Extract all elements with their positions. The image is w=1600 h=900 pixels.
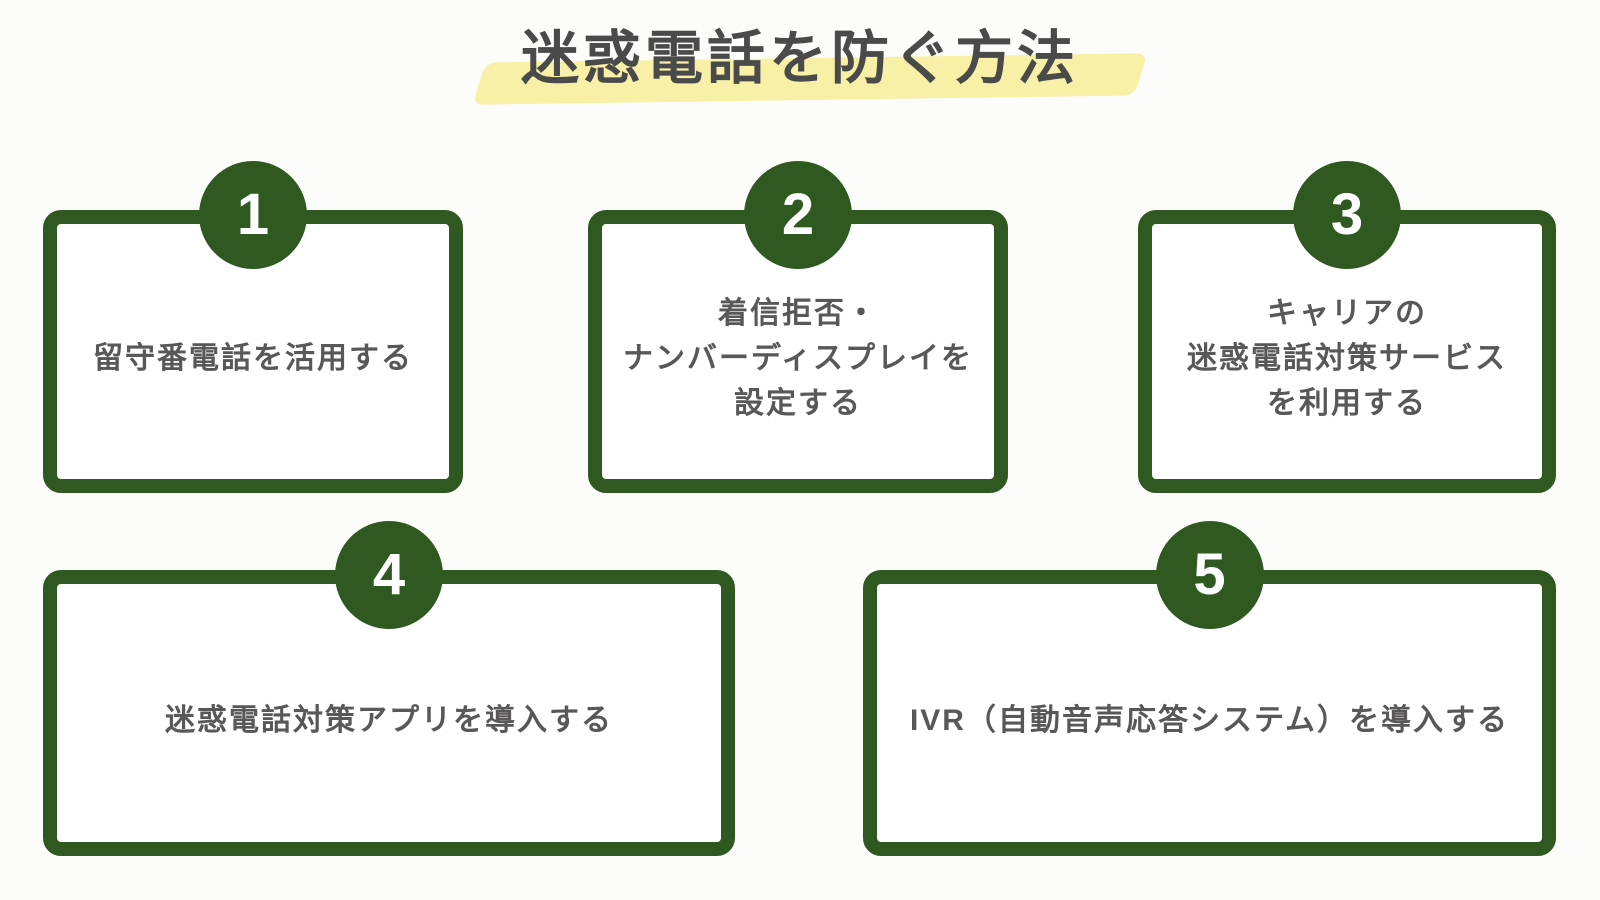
step-3-number-badge: 3 xyxy=(1293,161,1401,269)
step-2-label: 着信拒否・ ナンバーディスプレイを 設定する xyxy=(607,291,989,426)
step-1-number-badge: 1 xyxy=(199,161,307,269)
step-3-label: キャリアの 迷惑電話対策サービス を利用する xyxy=(1171,291,1523,426)
step-card-3: 3 キャリアの 迷惑電話対策サービス を利用する xyxy=(1138,161,1556,493)
step-1-number: 1 xyxy=(236,182,270,247)
step-5-label: IVR（自動音声応答システム）を導入する xyxy=(894,698,1525,743)
step-card-2: 2 着信拒否・ ナンバーディスプレイを 設定する xyxy=(588,161,1008,493)
step-3-label-line-1: キャリアの xyxy=(1267,297,1427,330)
step-3-label-line-2: 迷惑電話対策サービス xyxy=(1187,342,1507,375)
step-4-number-badge: 4 xyxy=(335,521,443,629)
step-card-4: 4 迷惑電話対策アプリを導入する xyxy=(43,521,735,856)
step-3-label-line-3: を利用する xyxy=(1267,387,1427,420)
step-3-number: 3 xyxy=(1330,182,1364,247)
step-5-number-badge: 5 xyxy=(1155,521,1264,629)
step-2-label-line-2: ナンバーディスプレイを xyxy=(623,342,973,375)
page-title-container: 迷惑電話を防ぐ方法 xyxy=(0,26,1600,105)
step-1-label-line-1: 留守番電話を活用する xyxy=(93,342,413,375)
step-card-1: 1 留守番電話を活用する xyxy=(43,161,463,493)
step-5-number: 5 xyxy=(1193,542,1226,607)
step-2-number-badge: 2 xyxy=(744,161,852,269)
step-2-number: 2 xyxy=(781,182,815,247)
step-4-number: 4 xyxy=(372,542,406,607)
step-4-label: 迷惑電話対策アプリを導入する xyxy=(149,698,629,743)
step-2-label-line-1: 着信拒否・ xyxy=(718,297,878,330)
page-title: 迷惑電話を防ぐ方法 xyxy=(520,26,1079,91)
step-4-label-line-1: 迷惑電話対策アプリを導入する xyxy=(165,703,613,737)
step-1-label: 留守番電話を活用する xyxy=(77,336,429,381)
step-5-label-line-1: IVR（自動音声応答システム）を導入する xyxy=(909,703,1510,737)
page-title-inner: 迷惑電話を防ぐ方法 xyxy=(472,26,1148,105)
step-card-5: 5 IVR（自動音声応答システム）を導入する xyxy=(863,521,1556,856)
step-2-label-line-3: 設定する xyxy=(734,387,862,420)
